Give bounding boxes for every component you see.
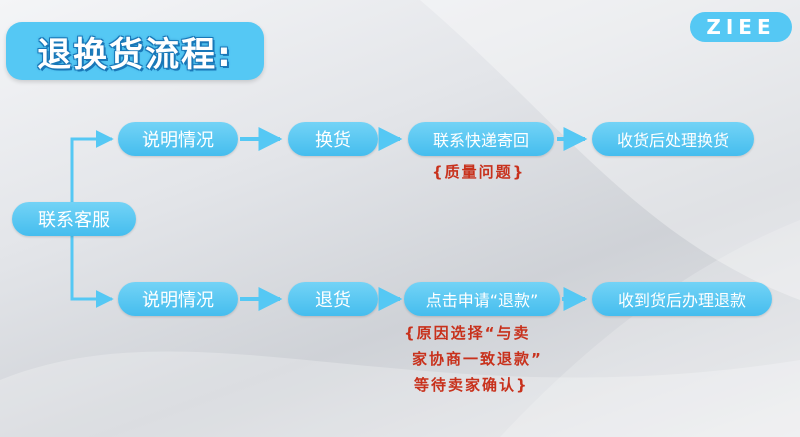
brand-logo: ZIEE — [690, 12, 792, 42]
node-process-exchange-label: 收货后处理换货 — [616, 131, 729, 150]
return-note-line-1: {原因选择“与卖 — [404, 322, 531, 343]
node-exchange-explain: 说明情况 — [118, 122, 238, 156]
brand-text: ZIEE — [706, 15, 776, 39]
node-ship-back: 联系快递寄回 — [408, 122, 554, 156]
title-badge: 退换货流程: — [6, 22, 264, 80]
node-apply-refund-label: 点击申请“退款” — [425, 291, 539, 310]
node-exchange: 换货 — [288, 122, 378, 156]
page-title: 退换货流程: — [37, 34, 233, 75]
return-note-line-3: 等待卖家确认} — [414, 374, 529, 395]
node-exchange-explain-label: 说明情况 — [142, 130, 214, 151]
node-return-label: 退货 — [315, 290, 351, 311]
return-note-text-3: 等待卖家确认} — [414, 376, 529, 394]
node-ship-back-label: 联系快递寄回 — [432, 131, 529, 150]
trunk-line — [70, 130, 114, 215]
node-process-refund: 收到货后办理退款 — [592, 282, 772, 316]
exchange-note: {质量问题} — [432, 161, 525, 182]
node-exchange-label: 换货 — [315, 130, 351, 151]
return-note-text-2: 家协商一致退款” — [412, 350, 543, 368]
node-return: 退货 — [288, 282, 378, 316]
exchange-note-text: {质量问题} — [432, 163, 526, 181]
node-process-refund-label: 收到货后办理退款 — [617, 291, 746, 310]
trunk-line-lower — [70, 235, 114, 308]
return-note-text-1: {原因选择“与卖 — [404, 324, 531, 342]
node-contact-support-label: 联系客服 — [38, 210, 110, 231]
node-contact-support: 联系客服 — [12, 202, 136, 236]
return-note-line-2: 家协商一致退款” — [412, 348, 543, 369]
node-return-explain-label: 说明情况 — [142, 290, 214, 311]
node-process-exchange: 收货后处理换货 — [592, 122, 754, 156]
node-return-explain: 说明情况 — [118, 282, 238, 316]
node-apply-refund: 点击申请“退款” — [404, 282, 560, 316]
